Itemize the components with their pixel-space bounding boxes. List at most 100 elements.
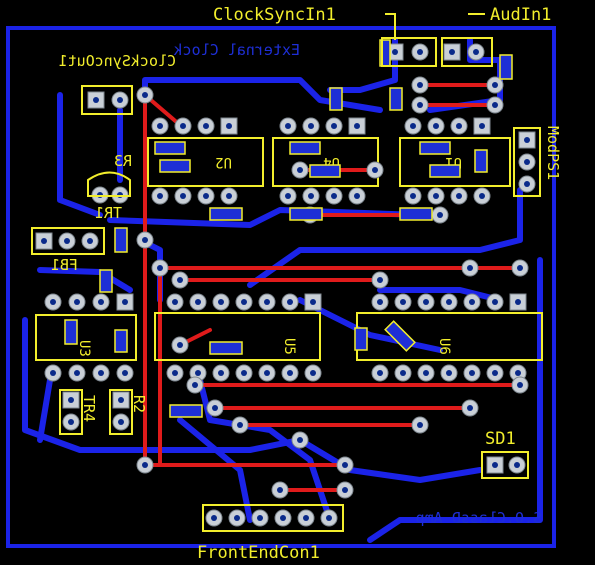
pad-hole [492, 299, 498, 305]
pad-hole [241, 370, 247, 376]
pad-hole [226, 193, 232, 199]
pad-hole [68, 419, 74, 425]
pad-hole [87, 238, 93, 244]
pad-hole [226, 123, 232, 129]
pad-hole [177, 342, 183, 348]
pad-hole [157, 123, 163, 129]
fb1-label: FB1 [51, 256, 78, 274]
chip-u1: U1 [399, 137, 511, 187]
pad-hole [287, 370, 293, 376]
pad-hole [372, 167, 378, 173]
pad-hole [331, 123, 337, 129]
connector-aud-in [441, 37, 493, 67]
pad-hole [467, 265, 473, 271]
connector-mod-ps [513, 127, 541, 197]
pad-hole [469, 299, 475, 305]
pad-hole [277, 487, 283, 493]
pad-hole [122, 299, 128, 305]
u6-label: U6 [436, 338, 452, 355]
pad-hole [142, 237, 148, 243]
pad-hole [308, 193, 314, 199]
pad-hole [118, 397, 124, 403]
pad-hole [218, 370, 224, 376]
pad-hole [303, 515, 309, 521]
pad-hole [417, 422, 423, 428]
pad-hole [331, 193, 337, 199]
pad-hole [515, 370, 521, 376]
pad-hole [192, 382, 198, 388]
pad-hole [287, 299, 293, 305]
pad-hole [410, 123, 416, 129]
pad-hole [479, 193, 485, 199]
connector-sd1 [481, 451, 529, 479]
pad-hole [492, 102, 498, 108]
pad-hole [377, 299, 383, 305]
pad-hole [354, 193, 360, 199]
top-copper-traces [143, 83, 522, 492]
pads [35, 43, 536, 527]
pad-hole [514, 462, 520, 468]
u3-label: U3 [76, 340, 92, 357]
pad-hole [354, 123, 360, 129]
pad-hole [177, 277, 183, 283]
pad-hole [257, 515, 263, 521]
pad-hole [308, 123, 314, 129]
pad-hole [492, 82, 498, 88]
transistor-tr1 [87, 171, 131, 197]
mod-ps-label: ModPS1 [544, 126, 562, 180]
pad-hole [98, 370, 104, 376]
connector-clock-sync-in [381, 37, 437, 67]
pad-hole [342, 462, 348, 468]
aud-in-label: AudIn1 [490, 5, 551, 25]
pad-hole [280, 515, 286, 521]
pad-hole [377, 370, 383, 376]
pad-hole [400, 299, 406, 305]
pad-hole [326, 515, 332, 521]
connector-r2 [109, 389, 133, 435]
smd-parts [64, 39, 513, 418]
pad-hole [203, 123, 209, 129]
pad-hole [180, 123, 186, 129]
tr4-label: TR4 [80, 395, 98, 422]
pad-hole [64, 238, 70, 244]
pad-hole [142, 462, 148, 468]
pad-hole [264, 299, 270, 305]
pad-hole [122, 370, 128, 376]
connector-tr4 [59, 389, 83, 435]
pad-hole [377, 277, 383, 283]
pad-hole [195, 370, 201, 376]
pad-hole [515, 299, 521, 305]
connector-clock-sync-out [81, 85, 133, 115]
pad-hole [479, 123, 485, 129]
clock-sync-in-leader [385, 13, 396, 40]
pad-hole [50, 370, 56, 376]
pad-hole [264, 370, 270, 376]
pad-hole [342, 487, 348, 493]
chip-u3: U3 [35, 314, 137, 361]
pad-hole [446, 299, 452, 305]
pad-hole [285, 193, 291, 199]
pad-hole [437, 212, 443, 218]
pad-hole [524, 159, 530, 165]
pad-hole [423, 299, 429, 305]
pad-hole [211, 515, 217, 521]
pad-hole [469, 370, 475, 376]
pad-hole [473, 49, 479, 55]
chip-u2: U2 [147, 137, 264, 187]
pad-hole [467, 405, 473, 411]
pad-hole [492, 462, 498, 468]
pad-hole [410, 193, 416, 199]
pad-hole [93, 97, 99, 103]
pad-hole [433, 123, 439, 129]
pad-hole [172, 299, 178, 305]
pad-hole [118, 419, 124, 425]
pad-hole [241, 299, 247, 305]
clock-sync-out-label: ClockSyncOut1 [59, 52, 176, 70]
pad-hole [98, 299, 104, 305]
clock-sync-in-label: ClockSyncIn1 [213, 5, 336, 25]
chip-u4: U4 [272, 137, 379, 187]
external-clock-label: External Clock [174, 41, 300, 59]
connector-front-end [202, 504, 344, 532]
pad-hole [157, 265, 163, 271]
pad-hole [310, 370, 316, 376]
